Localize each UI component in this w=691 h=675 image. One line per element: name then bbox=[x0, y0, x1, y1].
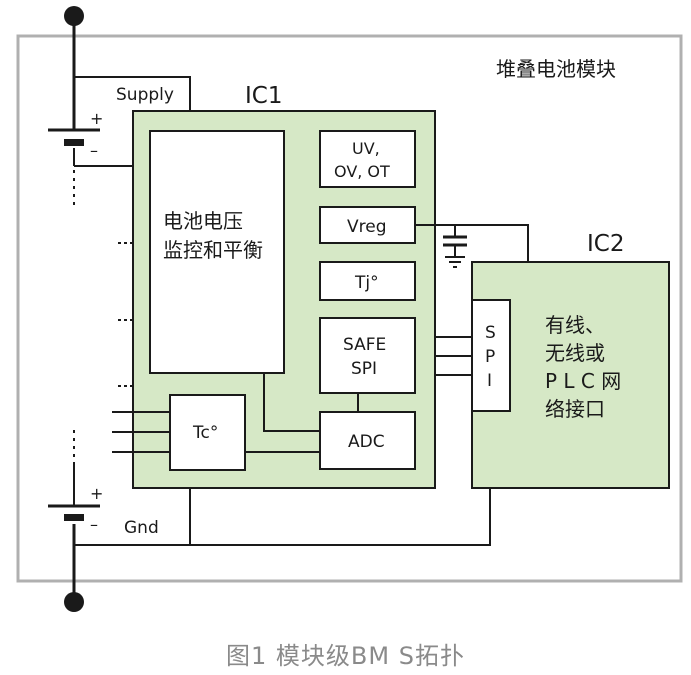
spi-label-s: S bbox=[485, 323, 496, 343]
ic2-desc-2: 无线或 bbox=[545, 341, 605, 365]
tc-block bbox=[169, 394, 246, 471]
bottom-terminal-dot bbox=[64, 592, 84, 612]
safe-spi-label-1: SAFE bbox=[343, 335, 386, 355]
battery-bottom-plus: + bbox=[90, 484, 103, 503]
adc-label: ADC bbox=[348, 432, 385, 452]
bms-topology-diagram: 堆叠电池模块 + – + – Supply IC1 电池电压 监控和平衡 UV,… bbox=[16, 6, 683, 612]
tj-block bbox=[319, 261, 416, 301]
ic2-desc-1: 有线、 bbox=[545, 313, 605, 337]
monitor-to-adc-wire bbox=[263, 373, 320, 432]
supply-wire bbox=[74, 76, 191, 111]
ic2-title: IC2 bbox=[587, 231, 624, 257]
ic2-desc-4: 络接口 bbox=[545, 397, 605, 421]
vreg-label: Vreg bbox=[347, 217, 387, 237]
battery-bottom-minus: – bbox=[90, 515, 98, 534]
battery-bottom-plate-short bbox=[64, 514, 84, 521]
ic2-desc-3: P L C 网 bbox=[545, 369, 621, 393]
gnd-label: Gnd bbox=[124, 518, 159, 538]
protection-label-1: UV, bbox=[352, 139, 380, 158]
battery-top-plate-short bbox=[64, 139, 84, 146]
battery-top-minus: – bbox=[90, 141, 98, 160]
gnd-wire bbox=[74, 488, 491, 546]
cell-monitor-block bbox=[149, 130, 285, 374]
figure-caption: 图1 模块级BM S拓扑 bbox=[226, 642, 465, 670]
spi-label-p: P bbox=[485, 347, 495, 367]
safe-spi-label-2: SPI bbox=[351, 359, 377, 379]
cell-monitor-label-2: 监控和平衡 bbox=[163, 238, 263, 262]
supply-label: Supply bbox=[116, 85, 174, 105]
vreg-block bbox=[319, 206, 416, 244]
protection-label-2: OV, OT bbox=[334, 162, 390, 181]
spi-label-i: I bbox=[487, 371, 492, 391]
ic1-title: IC1 bbox=[245, 83, 282, 109]
module-frame bbox=[16, 34, 683, 583]
adc-block bbox=[319, 411, 416, 470]
safe-spi-block bbox=[319, 317, 416, 394]
spi-block bbox=[471, 299, 511, 412]
tj-label: Tj° bbox=[354, 273, 379, 293]
module-label: 堆叠电池模块 bbox=[496, 57, 616, 81]
tc-label: Tc° bbox=[192, 423, 218, 443]
protection-block bbox=[319, 130, 416, 188]
battery-top-plus: + bbox=[90, 109, 103, 128]
vreg-output-wire bbox=[415, 224, 529, 262]
cell-monitor-label-1: 电池电压 bbox=[163, 209, 243, 233]
top-terminal-dot bbox=[64, 6, 84, 26]
